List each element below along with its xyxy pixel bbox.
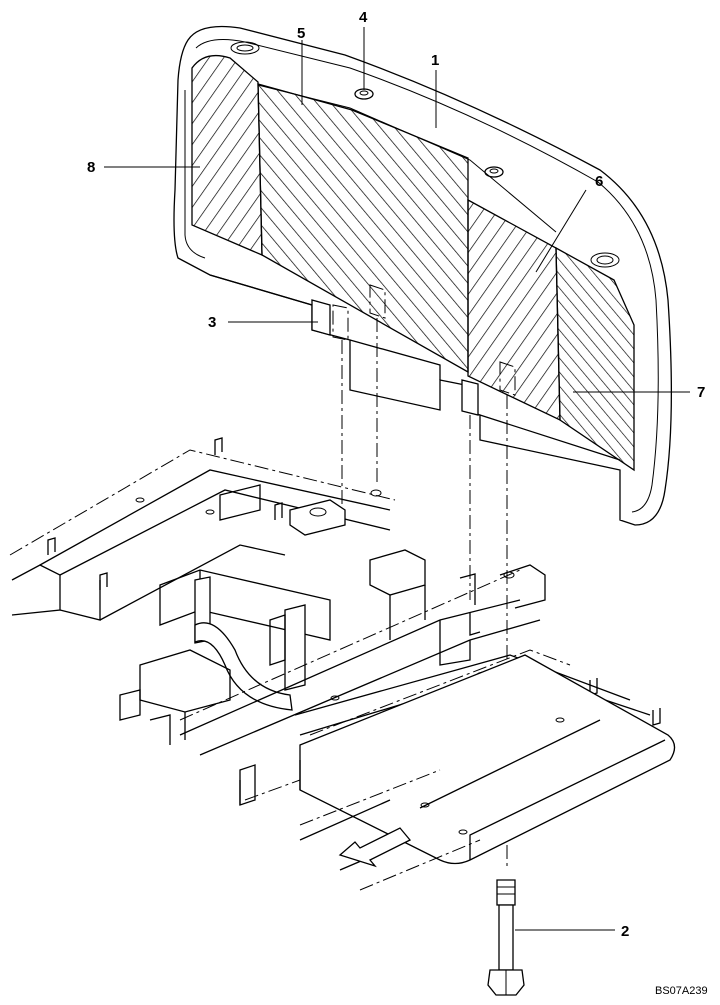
leader-lines (104, 27, 690, 931)
callout-2: 2 (621, 923, 629, 940)
callout-4: 4 (359, 9, 368, 26)
lifting-hole-right (590, 252, 620, 268)
insulation-pad-8 (191, 54, 263, 256)
bolt-2 (487, 879, 525, 996)
drawing-code: BS07A239 (655, 985, 708, 997)
callout-3: 3 (208, 314, 216, 331)
callout-labels: 1 2 3 4 5 6 7 8 (87, 9, 705, 940)
lifting-hole-left (230, 41, 260, 55)
plug-4-b (484, 166, 504, 178)
counterweight-assembly (173, 25, 673, 526)
front-direction-arrow (338, 827, 412, 868)
frame-bottom-plate (299, 654, 676, 865)
insulation-pad-7 (555, 246, 635, 472)
callout-6: 6 (595, 173, 603, 190)
plug-4-a (354, 88, 374, 100)
callout-7: 7 (697, 384, 705, 401)
stopper-3 (311, 299, 349, 341)
callout-1: 1 (431, 52, 439, 69)
upper-frame (9, 437, 676, 891)
callout-8: 8 (87, 159, 95, 176)
callout-5: 5 (297, 25, 305, 42)
